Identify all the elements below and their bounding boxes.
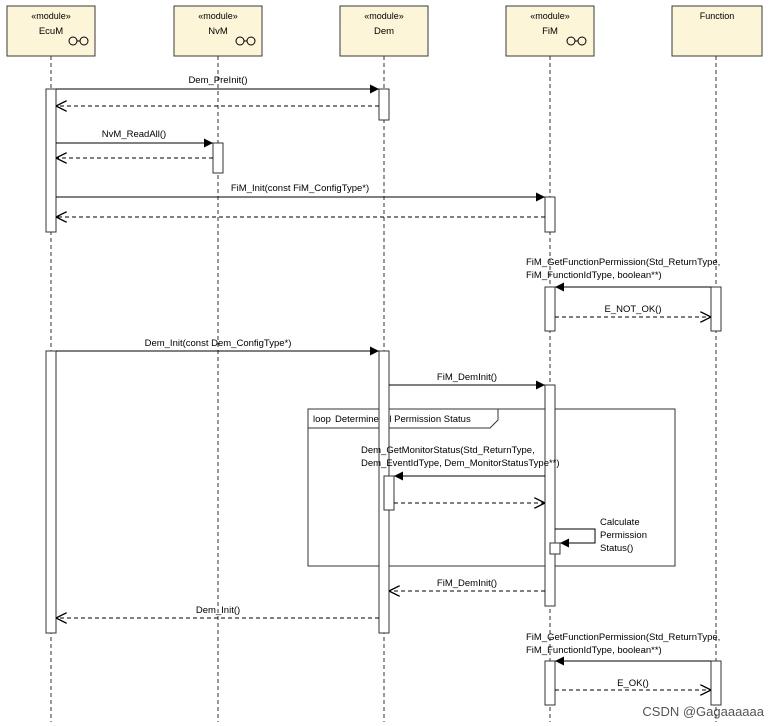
participant-dem: «module» Dem <box>339 5 429 57</box>
participant-function: Function <box>671 5 763 57</box>
message-label: E_NOT_OK() <box>604 304 661 315</box>
activation-nvm <box>212 142 224 174</box>
activation-function <box>710 660 722 706</box>
fragment-label: Determine All Permission Status <box>335 414 471 425</box>
message-label: Dem_Init() <box>196 605 240 616</box>
activation-fim <box>544 384 556 607</box>
message-label: Dem_Init(const Dem_ConfigType*) <box>145 338 292 349</box>
message-label: Permission <box>600 530 647 541</box>
message-label: FiM_Init(const FiM_ConfigType*) <box>231 183 369 194</box>
activation-fim-self <box>549 542 561 555</box>
participant-name: FiM <box>542 26 558 37</box>
loop-fragment: loop Determine All Permission Status <box>307 408 676 567</box>
activation-dem <box>378 88 390 121</box>
message-label: FiM_GetFunctionPermission(Std_ReturnType… <box>526 632 720 643</box>
message-label: Status() <box>600 543 633 554</box>
participant-stereotype: «module» <box>31 11 71 21</box>
message-label: FiM_FunctionIdType, boolean**) <box>526 270 662 281</box>
message-label: FiM_FunctionIdType, boolean**) <box>526 645 662 656</box>
message-label: NvM_ReadAll() <box>102 129 166 140</box>
activation-function <box>710 286 722 332</box>
activation-ecum <box>45 350 57 634</box>
message-label: Dem_GetMonitorStatus(Std_ReturnType, <box>361 445 535 456</box>
message-label: FiM_DemInit() <box>437 578 497 589</box>
component-icon <box>566 36 587 46</box>
message-label: FiM_GetFunctionPermission(Std_ReturnType… <box>526 257 720 268</box>
self-message-arrow <box>555 528 596 548</box>
watermark: CSDN @Gagaaaaaa <box>642 704 764 719</box>
participant-stereotype: «module» <box>530 11 570 21</box>
message-label: Dem_PreInit() <box>188 75 247 86</box>
participant-ecum: «module» EcuM <box>6 5 96 57</box>
component-icon <box>235 36 256 46</box>
activation-fim <box>544 660 556 706</box>
participant-name: Function <box>700 11 735 21</box>
participant-name: EcuM <box>39 26 63 37</box>
message-label: Calculate <box>600 517 640 528</box>
activation-fim <box>544 286 556 332</box>
activation-ecum <box>45 88 57 233</box>
participant-name: NvM <box>208 26 228 37</box>
participant-stereotype: «module» <box>364 11 404 21</box>
component-icon <box>68 36 89 46</box>
message-label: FiM_DemInit() <box>437 372 497 383</box>
fragment-operator: loop <box>313 414 331 425</box>
participant-stereotype: «module» <box>198 11 238 21</box>
participant-fim: «module» FiM <box>505 5 595 57</box>
message-label: Dem_EventIdType, Dem_MonitorStatusType**… <box>361 458 560 469</box>
activation-dem-nested <box>383 475 395 511</box>
activation-fim <box>544 196 556 233</box>
participant-nvm: «module» NvM <box>173 5 263 57</box>
message-label: E_OK() <box>617 678 649 689</box>
participant-name: Dem <box>374 26 394 37</box>
